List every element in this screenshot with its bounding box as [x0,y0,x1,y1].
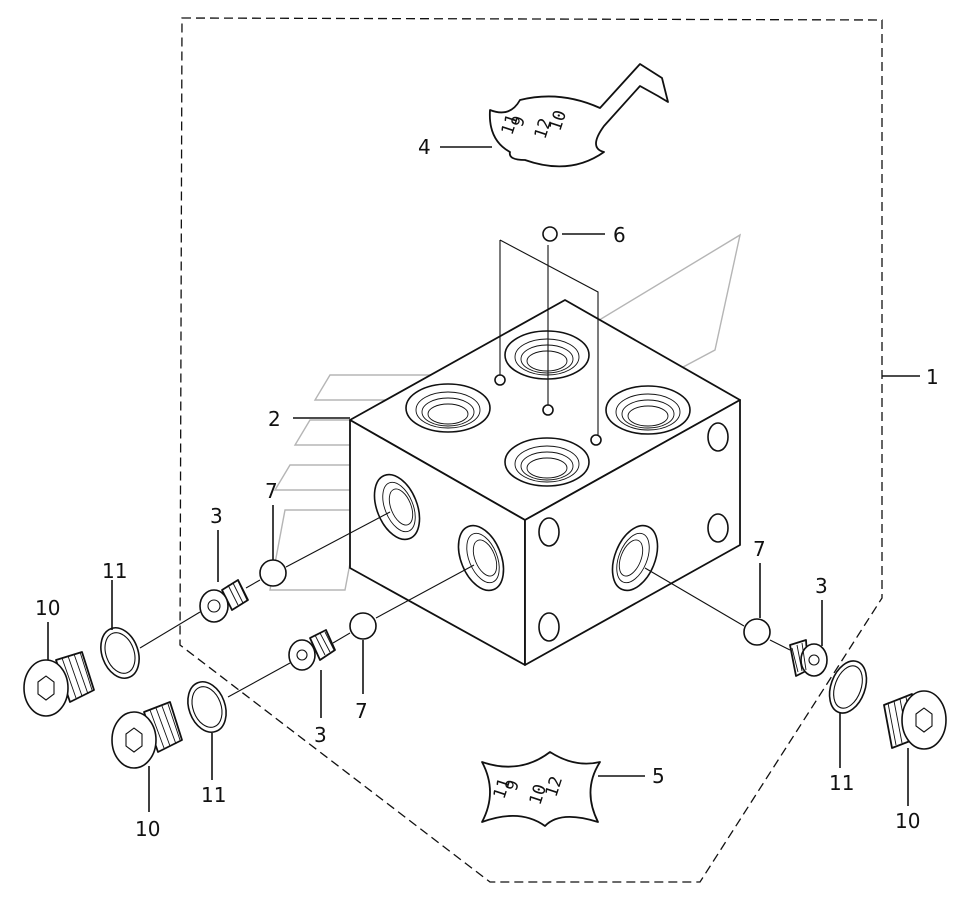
plug-right [789,639,828,677]
callout-11-right: 11 [829,771,854,795]
ball-seat [494,374,506,386]
ball-leader-bracket [499,239,599,435]
callout-10-left-bottom: 10 [135,817,160,841]
check-ball-right [743,618,771,646]
oring-right [828,660,868,714]
left-face-port-lower [457,524,505,592]
callout-7-bottom: 7 [355,699,368,723]
callout-5: 5 [652,764,665,788]
callout-11-left-bottom: 11 [201,783,226,807]
check-ball-left [259,559,287,587]
bottom-identification-plate: 11 9 10 12 [481,751,601,827]
plug-bottom [288,629,336,671]
top-identification-plate: 11 9 12 10 [488,63,669,168]
oring-left-top [100,627,140,679]
bolt-hole [707,422,729,452]
callout-1: 1 [926,365,939,389]
assembly-boundary [179,17,883,883]
axis-line-left-oring-top [139,611,201,649]
ball-seat [542,404,554,416]
callout-4: 4 [418,135,431,159]
left-face-port-upper [373,473,421,541]
right-face-port [611,524,659,592]
axis-line-lower-left [332,564,475,644]
callout-7-right: 7 [753,537,766,561]
callout-3-left: 3 [210,504,223,528]
bolt-hole [707,513,729,543]
callout-3-right: 3 [815,574,828,598]
check-ball-top [542,226,558,242]
bolt-hole [538,612,560,642]
cap-left-top [23,651,95,717]
top-port-left [405,383,491,433]
bolt-hole [538,517,560,547]
callout-2: 2 [268,407,281,431]
check-ball-bottom [349,612,377,640]
cap-right [883,690,947,750]
plug-left [199,579,249,623]
leader-lines [47,146,920,812]
valve-block [349,299,741,666]
callout-11-left-top: 11 [102,559,127,583]
top-port-front [504,437,590,487]
axis-line-right [644,567,791,651]
top-port-right [605,385,691,435]
cap-left-bottom [111,701,183,769]
callout-10-left-top: 10 [35,596,60,620]
oring-left-bottom [187,681,227,733]
callout-6: 6 [613,223,626,247]
top-port-rear [504,330,590,380]
callout-7-left: 7 [265,479,278,503]
axis-line-left-oring-bottom [227,662,291,698]
ball-seat [590,434,602,446]
callout-3-bottom: 3 [314,723,327,747]
callout-10-right: 10 [895,809,920,833]
axis-line-upper-left [245,511,391,589]
